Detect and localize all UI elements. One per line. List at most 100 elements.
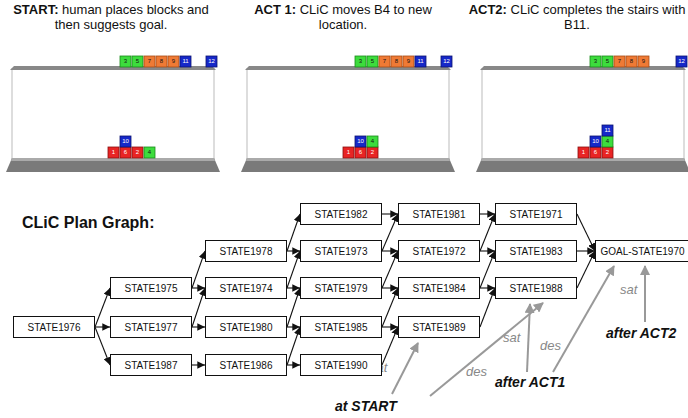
state-name: STATE1989 bbox=[413, 322, 466, 333]
transition-arrow bbox=[382, 326, 398, 327]
transition-arrow bbox=[192, 287, 205, 288]
block bbox=[156, 56, 167, 67]
transition-arrow bbox=[480, 251, 495, 288]
transition-arrow bbox=[480, 214, 495, 251]
transition-arrow bbox=[382, 214, 398, 251]
floor bbox=[476, 158, 688, 172]
transition-arrow bbox=[577, 214, 595, 251]
block bbox=[168, 56, 179, 67]
panel-step: START: bbox=[13, 2, 58, 17]
panel-heading: START: human places blocks and then sugg… bbox=[0, 2, 222, 32]
state-name: STATE1988 bbox=[510, 283, 563, 294]
state-box: STATE1973 bbox=[300, 240, 382, 262]
state-marker: after ACT1 bbox=[495, 374, 565, 390]
state-box: STATE1990 bbox=[300, 354, 382, 376]
block-number: 11 bbox=[415, 56, 426, 67]
floor-edge bbox=[481, 158, 685, 161]
frame-post bbox=[482, 68, 483, 159]
floor bbox=[241, 158, 455, 172]
panel-step: ACT 1: bbox=[254, 2, 296, 17]
block bbox=[590, 147, 601, 158]
block bbox=[144, 56, 155, 67]
state-box: STATE1987 bbox=[110, 354, 192, 376]
block bbox=[367, 56, 378, 67]
state-name: STATE1979 bbox=[315, 283, 368, 294]
block-number: 3 bbox=[590, 56, 601, 67]
panel-heading: ACT 1: CLiC moves B4 to new location. bbox=[232, 2, 454, 32]
block bbox=[441, 56, 452, 67]
block-number: 3 bbox=[355, 56, 366, 67]
block-number: 5 bbox=[602, 56, 613, 67]
block bbox=[120, 56, 131, 67]
block-number: 8 bbox=[156, 56, 167, 67]
transition-arrow bbox=[192, 288, 205, 327]
state-name: STATE1986 bbox=[220, 360, 273, 371]
block-number: 1 bbox=[108, 147, 119, 158]
block bbox=[367, 147, 378, 158]
state-box: STATE1986 bbox=[205, 354, 287, 376]
block bbox=[144, 147, 155, 158]
state-box: STATE1981 bbox=[398, 203, 480, 225]
transition-arrow bbox=[95, 327, 110, 365]
block bbox=[180, 56, 191, 67]
state-name: STATE1976 bbox=[28, 322, 81, 333]
block-number: 7 bbox=[144, 56, 155, 67]
state-name: STATE1983 bbox=[510, 246, 563, 257]
block-number: 8 bbox=[626, 56, 637, 67]
block bbox=[578, 147, 589, 158]
block bbox=[614, 56, 625, 67]
transition-arrow bbox=[192, 251, 205, 288]
block bbox=[120, 147, 131, 158]
state-box: STATE1975 bbox=[110, 277, 192, 299]
block bbox=[343, 147, 354, 158]
state-box: STATE1971 bbox=[495, 203, 577, 225]
block bbox=[355, 147, 366, 158]
block-number: 9 bbox=[168, 56, 179, 67]
block-number: 2 bbox=[602, 147, 613, 158]
state-box: STATE1985 bbox=[300, 316, 382, 338]
state-name: STATE1990 bbox=[315, 360, 368, 371]
block-number: 3 bbox=[120, 56, 131, 67]
goal-state-box: GOAL-STATE1970 bbox=[595, 240, 688, 262]
state-name: STATE1984 bbox=[413, 283, 466, 294]
block-number: 1 bbox=[343, 147, 354, 158]
annotation-des: des bbox=[540, 338, 561, 353]
block-number: 10 bbox=[590, 136, 601, 147]
state-box: STATE1972 bbox=[398, 240, 480, 262]
panel-description: CLiC completes the stairs with B11. bbox=[511, 2, 686, 32]
block-number: 6 bbox=[120, 147, 131, 158]
block bbox=[590, 136, 601, 147]
block bbox=[638, 56, 649, 67]
state-box: STATE1979 bbox=[300, 277, 382, 299]
transition-arrow bbox=[382, 251, 398, 288]
panel-step: ACT2: bbox=[469, 2, 507, 17]
frame-post bbox=[449, 68, 450, 159]
block-number: 7 bbox=[379, 56, 390, 67]
block bbox=[602, 147, 613, 158]
transition-arrow bbox=[382, 288, 398, 327]
transition-arrow bbox=[287, 327, 300, 365]
transition-arrow bbox=[192, 364, 205, 365]
annotation-sat: sat bbox=[503, 330, 520, 345]
block bbox=[391, 56, 402, 67]
block-number: 4 bbox=[144, 147, 155, 158]
transition-arrow bbox=[192, 326, 205, 327]
transition-arrow bbox=[382, 213, 398, 214]
annotation-des: des bbox=[466, 364, 487, 379]
panel-heading: ACT2: CLiC completes the stairs with B11… bbox=[466, 2, 688, 32]
state-box: STATE1988 bbox=[495, 277, 577, 299]
leader-line bbox=[527, 304, 530, 372]
block bbox=[355, 56, 366, 67]
block bbox=[602, 56, 613, 67]
block-number: 5 bbox=[132, 56, 143, 67]
transition-arrow bbox=[480, 287, 495, 288]
block-number: 11 bbox=[602, 125, 613, 136]
state-box: STATE1977 bbox=[110, 316, 192, 338]
graph-title: CLiC Plan Graph: bbox=[22, 214, 154, 232]
block bbox=[626, 56, 637, 67]
state-name: STATE1978 bbox=[220, 246, 273, 257]
floor-edge bbox=[11, 158, 215, 161]
state-name: STATE1972 bbox=[413, 246, 466, 257]
state-box: STATE1983 bbox=[495, 240, 577, 262]
state-box: STATE1978 bbox=[205, 240, 287, 262]
